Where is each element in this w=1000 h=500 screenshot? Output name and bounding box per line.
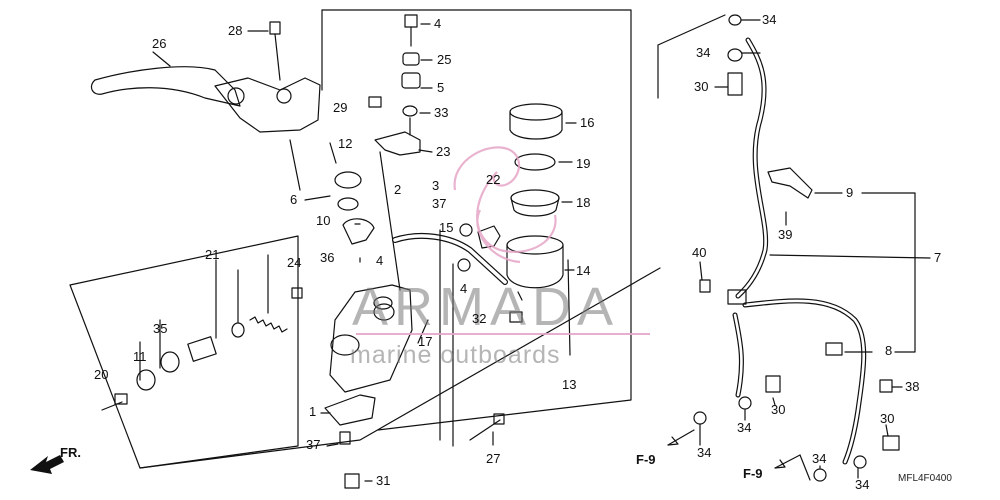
pivot-bolt — [269, 21, 281, 35]
master-cylinder — [329, 284, 413, 393]
callout-15: 15 — [439, 220, 454, 235]
callout-21: 21 — [205, 247, 220, 262]
callout-40: 40 — [692, 245, 707, 260]
callout-30-middle: 30 — [771, 402, 786, 417]
callout-20: 20 — [94, 367, 109, 382]
spring — [249, 316, 288, 333]
callout-33: 33 — [434, 105, 449, 120]
joint-banjo — [727, 289, 747, 305]
callout-6: 6 — [290, 192, 298, 207]
callout-3: 3 — [432, 178, 440, 193]
callout-10: 10 — [316, 213, 331, 228]
front-direction-label: FR. — [60, 445, 81, 460]
box-left — [69, 235, 299, 469]
plate-18 — [510, 189, 560, 207]
callout-31: 31 — [376, 473, 391, 488]
callout-30-top: 30 — [694, 79, 709, 94]
bolt-4 — [404, 14, 418, 28]
box-lower — [139, 267, 661, 469]
callout-1: 1 — [309, 404, 317, 419]
callout-34-bottom: 34 — [855, 477, 870, 492]
callout-32: 32 — [472, 311, 487, 326]
brake-lever — [90, 66, 241, 107]
callout-37-lower: 37 — [306, 437, 321, 452]
callout-19: 19 — [576, 156, 591, 171]
callout-14: 14 — [576, 263, 591, 278]
callout-37-upper: 37 — [432, 196, 447, 211]
callout-18: 18 — [576, 195, 591, 210]
reservoir-cap-16 — [509, 103, 563, 121]
callout-2: 2 — [394, 182, 402, 197]
callout-16: 16 — [580, 115, 595, 130]
watermark-subtitle: marine outboards — [350, 341, 561, 369]
callout-28: 28 — [228, 23, 243, 38]
callout-4: 4 — [434, 16, 442, 31]
lever-knob — [227, 87, 245, 105]
callout-25: 25 — [437, 52, 452, 67]
callout-34-left: 34 — [697, 445, 712, 460]
callout-17: 17 — [418, 334, 433, 349]
cap-12 — [334, 171, 362, 189]
stay-23 — [374, 131, 421, 156]
callout-26: 26 — [152, 36, 167, 51]
bolt-27 — [469, 419, 501, 441]
callout-5: 5 — [437, 80, 445, 95]
watermark-swirl — [453, 146, 557, 264]
box-right — [657, 14, 726, 46]
callout-9: 9 — [846, 185, 854, 200]
lever-holder — [214, 77, 321, 133]
diagram-code: MFL4F0400 — [898, 473, 952, 484]
callout-29: 29 — [333, 100, 348, 115]
callout-22: 22 — [486, 172, 501, 187]
callout-23: 23 — [436, 144, 451, 159]
callout-4-lower: 4 — [460, 281, 468, 296]
callout-12: 12 — [338, 136, 353, 151]
callout-24: 24 — [287, 255, 302, 270]
callout-35: 35 — [153, 321, 168, 336]
screw-24 — [291, 287, 303, 299]
callout-30-lower: 30 — [880, 411, 895, 426]
callout-34-top: 34 — [762, 12, 777, 27]
front-direction-arrow — [30, 455, 64, 474]
stay-9 — [767, 167, 813, 199]
callout-11: 11 — [133, 349, 147, 364]
watermark-title: ARMADA — [352, 277, 620, 337]
callout-7: 7 — [934, 250, 942, 265]
callout-36: 36 — [320, 250, 335, 265]
callout-27: 27 — [486, 451, 501, 466]
screw-37 — [339, 431, 351, 445]
callout-34-lower: 34 — [812, 451, 827, 466]
ref-f9-left: F-9 — [636, 452, 656, 467]
ref-f9-right: F-9 — [743, 466, 763, 481]
brake-hose-8 — [742, 298, 867, 465]
bolt-31 — [344, 473, 360, 489]
piston — [187, 336, 217, 362]
callout-34-middle: 34 — [737, 420, 752, 435]
callout-8: 8 — [885, 343, 893, 358]
holder-1 — [324, 394, 376, 426]
diaphragm-19 — [514, 153, 556, 171]
lever-pivot — [276, 88, 292, 104]
callout-34-second: 34 — [696, 45, 711, 60]
callout-39: 39 — [778, 227, 793, 242]
joint-10 — [342, 218, 375, 245]
callout-38: 38 — [905, 379, 920, 394]
callout-4-middle: 4 — [376, 253, 384, 268]
clamp-22 — [477, 225, 501, 249]
callout-13: 13 — [562, 377, 577, 392]
